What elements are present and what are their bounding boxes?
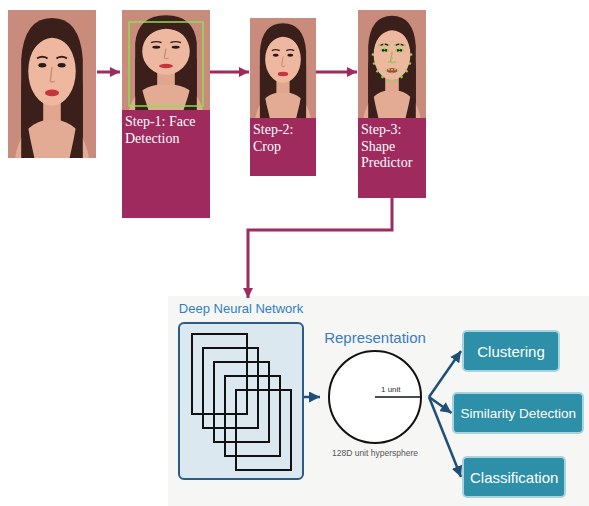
step-node: Step-3: Shape Predictor bbox=[358, 10, 426, 198]
network-box bbox=[178, 322, 304, 480]
teal-node: Classification bbox=[462, 456, 566, 498]
step-text: Step-3: Shape Predictor bbox=[361, 122, 423, 172]
dnn-node: Deep Neural Network bbox=[178, 300, 304, 480]
flow-arrow bbox=[210, 71, 249, 74]
step-label: Step-3: Shape Predictor bbox=[358, 118, 426, 198]
flow-arrow bbox=[316, 71, 357, 74]
layer-squares bbox=[192, 334, 291, 470]
landmark-dots bbox=[372, 43, 413, 82]
flow-arrow bbox=[304, 396, 320, 399]
photo-spacer bbox=[250, 18, 316, 118]
radius-line bbox=[375, 396, 421, 398]
sphere-area: 1 unit bbox=[321, 348, 429, 448]
task-text: Similarity Detection bbox=[460, 406, 576, 421]
panel-ground bbox=[168, 296, 589, 506]
network-fill bbox=[179, 323, 303, 479]
step-node: Step-1: Face Detection bbox=[122, 10, 210, 218]
step-text: Step-1: Face Detection bbox=[125, 114, 207, 147]
hypersphere-circle bbox=[329, 351, 421, 443]
step-text: Step-2: Crop bbox=[253, 122, 313, 155]
step-label: Step-1: Face Detection bbox=[122, 110, 210, 218]
step-node: Step-2: Crop bbox=[250, 18, 316, 176]
sphere-caption: 128D unit hypersphere bbox=[321, 448, 429, 459]
face-photo bbox=[122, 10, 210, 110]
circle-node: Representation 1 unit 128D unit hyperspher… bbox=[321, 328, 429, 459]
face-photo bbox=[358, 10, 426, 118]
teal-node: Similarity Detection bbox=[452, 392, 584, 434]
network-heading: Deep Neural Network bbox=[178, 300, 304, 318]
task-text: Clustering bbox=[477, 343, 545, 360]
step-label: Step-2: Crop bbox=[250, 118, 316, 176]
flow-arrow bbox=[248, 198, 392, 298]
flow-arrow bbox=[429, 351, 461, 397]
flow-arrow bbox=[97, 71, 120, 74]
face-photo bbox=[8, 10, 96, 158]
task-text: Classification bbox=[470, 469, 558, 486]
unit-label: 1 unit bbox=[381, 385, 401, 395]
photo-spacer bbox=[358, 10, 426, 118]
representation-heading: Representation bbox=[321, 328, 429, 348]
photo-spacer bbox=[122, 10, 210, 110]
teal-node: Clustering bbox=[462, 330, 560, 372]
detection-box bbox=[129, 22, 203, 106]
face-photo bbox=[250, 18, 316, 118]
